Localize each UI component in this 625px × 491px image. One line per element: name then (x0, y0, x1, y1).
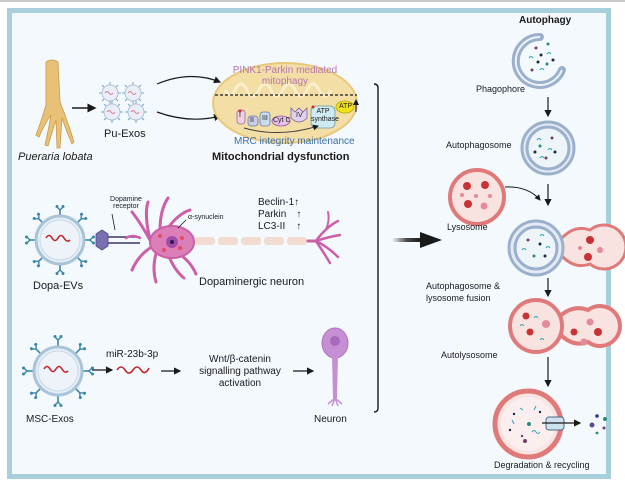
autophagosome-label: Autophagosome (446, 140, 512, 150)
pu-exos-label: Pu-Exos (104, 128, 146, 140)
top-border-line (0, 0, 625, 2)
degradation-icon (492, 388, 582, 460)
pathway-line3: activation (218, 378, 262, 389)
recycled-molecules-icon (589, 414, 607, 435)
mirna-label: miR-23b-3p (106, 349, 159, 360)
fusion-label-line1: Autophagosome & (426, 281, 501, 291)
autophagy-markers-list: Beclin-1↑ Parkin↑ LC3-II↑ (258, 197, 301, 233)
complex-ii-label: II (250, 117, 254, 124)
dopa-evs-label: Dopa-EVs (33, 280, 84, 292)
autolysosome-label: Autolysosome (441, 350, 498, 360)
arrow-puexos-to-mrc (156, 111, 222, 122)
autophagosome-icon (520, 120, 576, 176)
phagophore-icon (511, 32, 566, 89)
mirna-strand-icon (116, 366, 150, 374)
dopaminergic-neuron-label: Dopaminergic neuron (199, 276, 305, 288)
msc-exos-label: MSC-Exos (26, 414, 74, 425)
atp-synthase-label: ATP synthase (311, 108, 340, 123)
receptor-label-line2: receptor (113, 203, 139, 210)
pathway-line2: signalling pathway (199, 366, 281, 377)
complex-iii-label: III (262, 115, 268, 122)
neuron-icon (321, 327, 349, 407)
cyt-c-label: Cyt C (273, 117, 291, 124)
pink1-parkin-label: PINK1-Parkin mediated mitophagy (222, 65, 348, 87)
mitochondrion-icon (212, 62, 359, 144)
phagophore-label: Phagophore (476, 84, 526, 94)
marker-beclin1: Beclin-1↑ (258, 197, 300, 208)
autophagy-title: Autophagy (519, 15, 572, 26)
receptor-label-line1: Dopamine (110, 196, 142, 203)
lysosome-icon (448, 168, 506, 226)
pink1-parkin-line1: PINK1-Parkin mediated (232, 65, 338, 76)
msc-exos-icon (21, 334, 95, 408)
wnt-pathway-label: Wnt/β-catenin signalling pathway activat… (188, 354, 292, 390)
degradation-recycling-label: Degradation & recycling (494, 460, 590, 470)
dopamine-receptor-label: Dopamine receptor (103, 196, 149, 210)
pink1-parkin-line2: mitophagy (261, 76, 309, 87)
arrow-lysosome-to-fusion (504, 186, 541, 201)
mrc-integrity-label: MRC integrity maintenance (234, 136, 355, 147)
lysosome-label: Lysosome (447, 222, 488, 232)
grouping-bracket (373, 83, 379, 413)
dopamine-receptor-icon (95, 213, 140, 251)
pu-exos-icon (98, 81, 148, 124)
marker-parkin: Parkin↑ (258, 209, 302, 220)
arrow-puexos-to-mitophagy (156, 75, 222, 85)
mitochondrial-dysfunction-title: Mitochondrial dysfunction (212, 151, 350, 163)
atp-label: ATP (339, 103, 353, 110)
complex-iv-label: IV (296, 112, 303, 119)
autolysosome-icon (508, 298, 622, 354)
fusion-icon (507, 219, 625, 277)
pueraria-lobata-label: Pueraria lobata (18, 151, 93, 163)
pueraria-root-icon (35, 59, 75, 149)
pathway-line1: Wnt/β-catenin (209, 354, 271, 365)
neuron-label: Neuron (314, 414, 347, 425)
fusion-label: Autophagosome & lysosome fusion (426, 280, 500, 304)
marker-lc3-ii: LC3-II↑ (258, 221, 302, 232)
dopa-evs-icon (24, 204, 96, 276)
complex-i-label: I (239, 112, 241, 119)
dopaminergic-neuron-icon (124, 196, 342, 284)
main-arrow-to-autophagy (392, 232, 442, 248)
fusion-label-line2: lysosome fusion (426, 293, 491, 303)
alpha-synuclein-label: α-synuclein (188, 214, 224, 221)
